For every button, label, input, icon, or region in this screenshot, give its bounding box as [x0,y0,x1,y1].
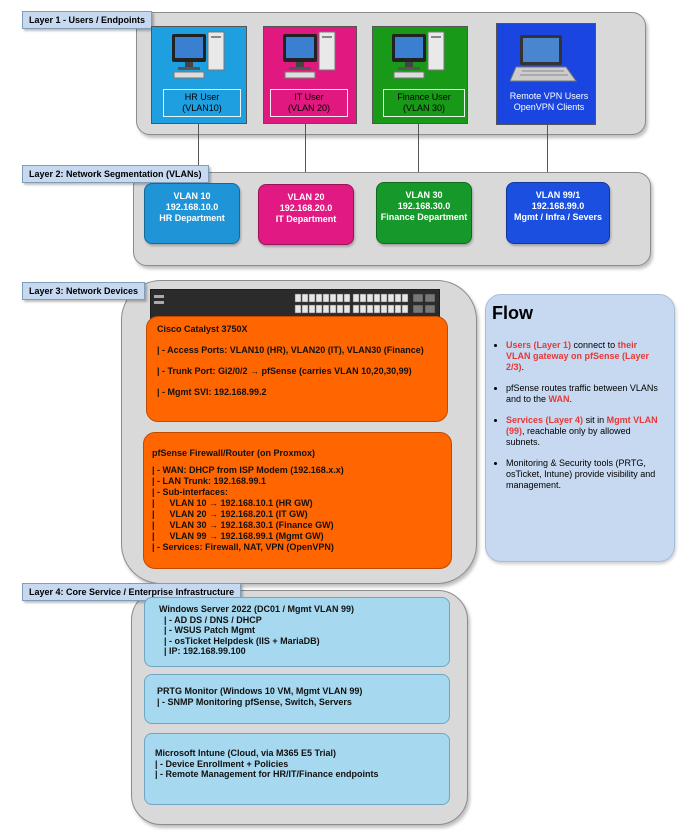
vpn-user-label: Remote VPN Users OpenVPN Clients [509,91,589,112]
text-line: | - osTicket Helpdesk (IIS + MariaDB) [159,635,320,646]
flow-text: . [521,362,525,372]
laptop-icon [510,35,577,82]
text-line: | VLAN 20 → 192.168.20.1 (IT GW) [152,509,308,519]
text-line: | - WSUS Patch Mgmt [159,625,256,635]
flow-highlight: Mgmt VLAN (99) [506,415,658,436]
flow-item: pfSense routes traffic between VLANs and… [506,383,664,405]
flow-item: Monitoring & Security tools (PRTG, osTic… [506,458,664,491]
layer3-tag: Layer 3: Network Devices [22,282,146,300]
vlan-99-box: VLAN 99/1 192.168.99.0 Mgmt / Infra / Se… [506,182,610,244]
desktop-computer-icon [172,31,225,79]
flow-list: Users (Layer 1) connect to their VLAN ga… [492,340,664,491]
text-line [157,335,447,345]
text-line [157,377,447,387]
vlan-10-box: VLAN 10 192.168.10.0 HR Department [144,183,240,244]
text-line [157,356,447,366]
connector-line [198,124,199,184]
text-line: | - Access Ports: VLAN10 (HR), VLAN20 (I… [157,345,424,355]
network-switch-icon [150,289,440,319]
prtg-monitor-box: PRTG Monitor (Windows 10 VM, Mgmt VLAN 9… [144,674,450,724]
text-line: | IP: 192.168.99.100 [159,646,246,656]
text-line: | VLAN 30 → 192.168.30.1 (Finance GW) [152,520,334,530]
connector-line [547,125,548,182]
layer2-tag: Layer 2: Network Segmentation (VLANs) [22,165,209,183]
flow-text: . [569,394,573,404]
text-line: | - SNMP Monitoring pfSense, Switch, Ser… [157,696,352,707]
vlan-20-box: VLAN 20 192.168.20.0 IT Department [258,184,354,245]
text-line: | VLAN 10 → 192.168.10.1 (HR GW) [152,498,313,508]
flow-text: pfSense routes traffic between VLANs and… [506,383,658,404]
switch-info-box: Cisco Catalyst 3750X | - Access Ports: V… [146,316,448,422]
finance-user-label: Finance User (VLAN 30) [383,89,465,117]
flow-highlight: Users (Layer 1) [506,340,572,350]
flow-highlight: WAN [548,394,570,404]
text-line: Windows Server 2022 (DC01 / Mgmt VLAN 99… [159,604,354,614]
text-line: Microsoft Intune (Cloud, via M365 E5 Tri… [155,748,337,758]
flow-panel: Flow Users (Layer 1) connect to their VL… [485,294,675,562]
text-line: pfSense Firewall/Router (on Proxmox) [152,448,316,458]
pfsense-info-box: pfSense Firewall/Router (on Proxmox) | -… [143,432,452,569]
flow-text: connect to [571,340,618,350]
text-line: | VLAN 99 → 192.168.99.1 (Mgmt GW) [152,531,324,541]
connector-line [305,124,306,184]
text-line: | - Services: Firewall, NAT, VPN (OpenVP… [152,542,334,552]
desktop-computer-icon [392,31,445,79]
text-line: Cisco Catalyst 3750X [157,324,248,334]
text-line: | - Trunk Port: Gi2/0/2 → pfSense (carri… [157,366,412,376]
text-line: | - Remote Management for HR/IT/Finance … [155,769,379,779]
text-line: | - Device Enrollment + Policies [155,758,289,769]
flow-highlight: their VLAN gateway on pfSense (Layer 2/3… [506,340,650,372]
flow-item: Users (Layer 1) connect to their VLAN ga… [506,340,664,373]
it-user-label: IT User (VLAN 20) [270,89,348,117]
flow-highlight: Services (Layer 4) [506,415,584,425]
windows-server-box: Windows Server 2022 (DC01 / Mgmt VLAN 99… [144,597,450,667]
text-line: | - Sub-interfaces: [152,487,229,497]
flow-item: Services (Layer 4) sit in Mgmt VLAN (99)… [506,415,664,448]
desktop-computer-icon [283,31,336,79]
flow-text: sit in [583,415,607,425]
flow-text: , reachable only by allowed subnets. [506,426,631,447]
layer4-tag: Layer 4: Core Service / Enterprise Infra… [22,583,242,601]
text-line: | - LAN Trunk: 192.168.99.1 [152,476,267,486]
text-line: | - AD DS / DNS / DHCP [159,614,262,625]
hr-user-label: HR User (VLAN10) [163,89,241,117]
layer1-tag: Layer 1 - Users / Endpoints [22,11,153,29]
connector-line [418,124,419,182]
flow-title: Flow [492,303,533,323]
vlan-30-box: VLAN 30 192.168.30.0 Finance Department [376,182,472,244]
text-line: | - WAN: DHCP from ISP Modem (192.168.x.… [152,465,344,475]
text-line: | - Mgmt SVI: 192.168.99.2 [157,387,267,397]
text-line: PRTG Monitor (Windows 10 VM, Mgmt VLAN 9… [157,686,363,696]
intune-box: Microsoft Intune (Cloud, via M365 E5 Tri… [144,733,450,805]
